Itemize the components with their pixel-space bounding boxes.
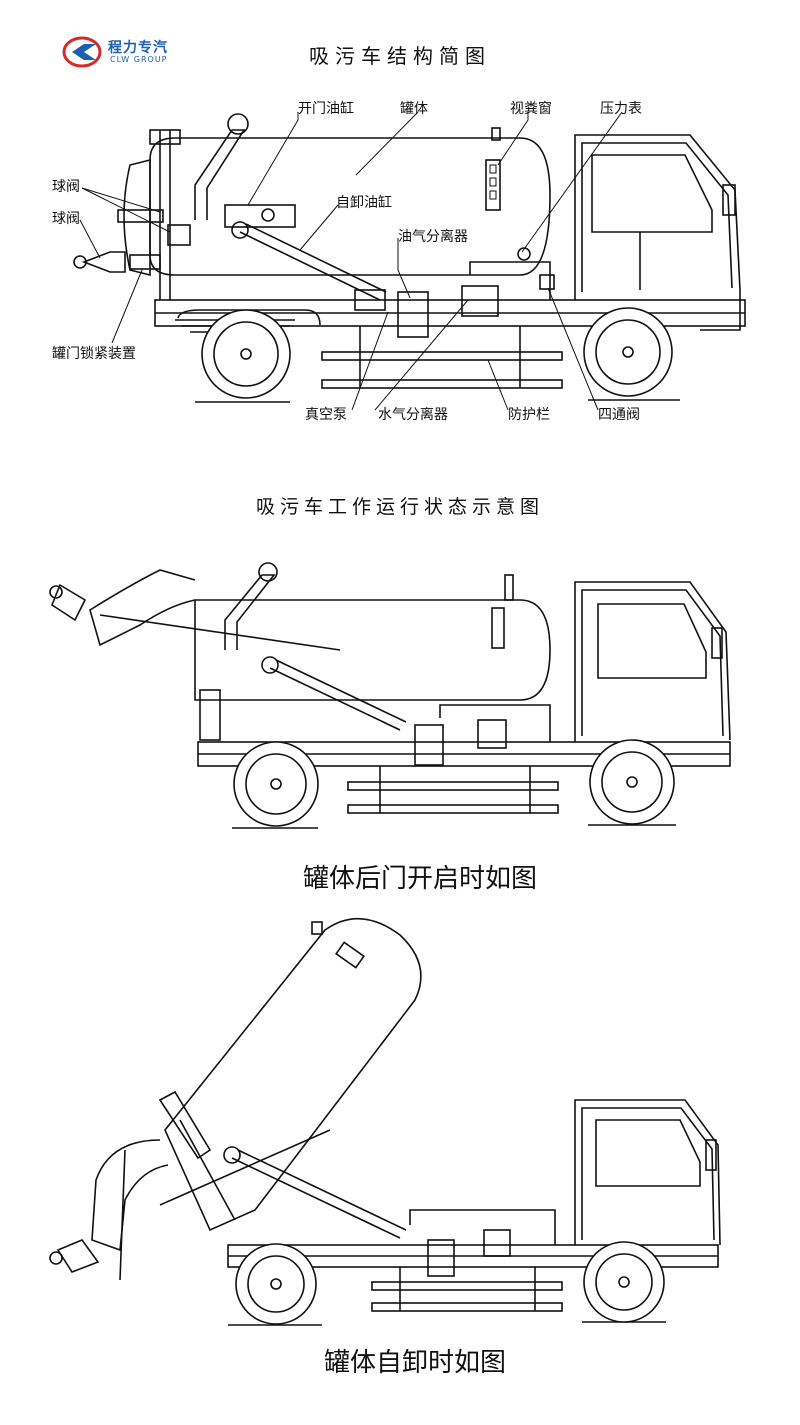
logo-subtext: CLW GROUP <box>110 55 168 64</box>
label-door-lock: 罐门锁紧装置 <box>52 346 136 362</box>
door-open-diagram <box>49 562 731 829</box>
label-water-gas-separator: 水气分离器 <box>378 407 448 423</box>
dump-caption: 罐体自卸时如图 <box>323 1348 506 1378</box>
dump-diagram <box>49 917 721 1326</box>
logo-text: 程力专汽 <box>108 40 168 56</box>
label-ball-valve-2: 球阀 <box>52 211 80 227</box>
label-ball-valve-1: 球阀 <box>52 179 80 195</box>
working-title: 吸污车工作运行状态示意图 <box>255 496 544 518</box>
label-tank: 罐体 <box>400 101 428 117</box>
label-oil-gas-separator: 油气分离器 <box>398 229 468 245</box>
label-four-way-valve: 四通阀 <box>598 407 640 423</box>
label-dump-cylinder: 自卸油缸 <box>336 195 392 211</box>
label-sight-window: 视粪窗 <box>510 101 552 117</box>
logo-mark-icon <box>62 36 102 68</box>
door-open-caption: 罐体后门开启时如图 <box>302 864 537 894</box>
structure-diagram <box>73 111 746 411</box>
label-guard-rail: 防护栏 <box>508 407 550 423</box>
brand-logo <box>62 34 192 70</box>
structure-title: 吸污车结构简图 <box>309 44 491 68</box>
label-vacuum-pump: 真空泵 <box>305 407 347 423</box>
label-pressure-gauge: 压力表 <box>600 101 642 117</box>
label-open-cylinder: 开门油缸 <box>298 101 354 117</box>
